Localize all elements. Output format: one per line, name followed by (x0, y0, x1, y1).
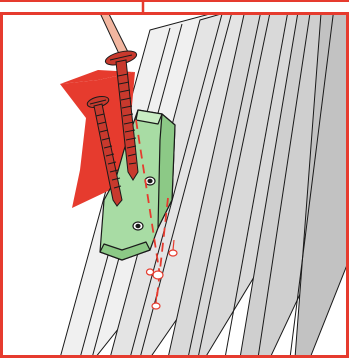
hole (153, 271, 163, 279)
hole (147, 269, 154, 275)
